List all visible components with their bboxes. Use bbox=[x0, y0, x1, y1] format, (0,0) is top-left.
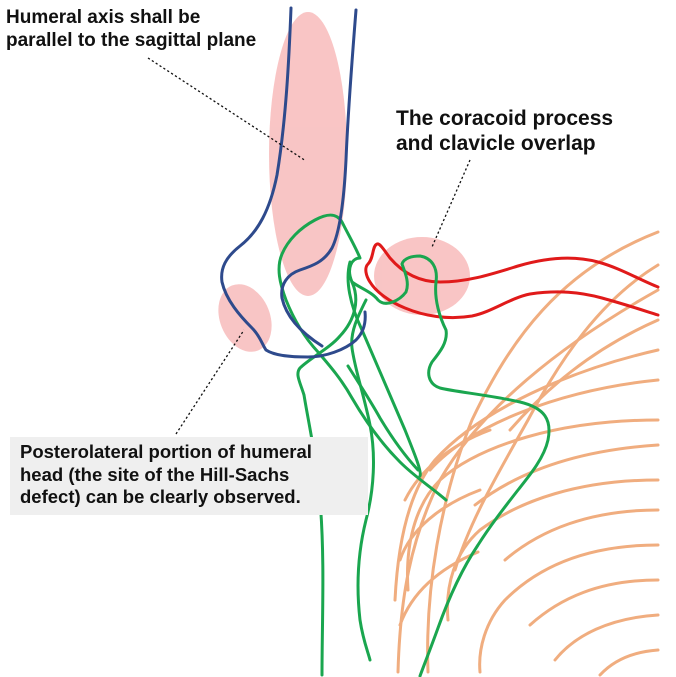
rib-line bbox=[503, 508, 660, 562]
hill-sachs-highlight bbox=[218, 284, 272, 352]
humerus-left-outline bbox=[220, 6, 367, 359]
leader-lines bbox=[147, 57, 471, 435]
humerus-right-outline bbox=[280, 8, 358, 348]
posterolateral-callout: Posterolateral portion of humeral head (… bbox=[10, 437, 368, 515]
rib-line bbox=[446, 478, 660, 622]
scapula-outline bbox=[277, 213, 448, 677]
clavicle bbox=[364, 242, 660, 320]
rib-line bbox=[396, 288, 660, 674]
clavicle-outline bbox=[364, 242, 660, 320]
rib-line bbox=[553, 613, 660, 662]
humeral-axis-annotation: Humeral axis shall be parallel to the sa… bbox=[6, 7, 257, 51]
rib-line bbox=[426, 230, 660, 674]
rib-line bbox=[398, 488, 482, 562]
rib-line bbox=[528, 578, 660, 627]
coracoid-clavicle-highlight bbox=[374, 237, 470, 315]
coracoid-process bbox=[350, 254, 551, 677]
humerus bbox=[220, 6, 367, 359]
coracoid-leader bbox=[431, 159, 471, 248]
rib-line bbox=[508, 318, 660, 432]
scapula-spine bbox=[346, 364, 420, 472]
rib-line bbox=[403, 428, 492, 502]
rib-line bbox=[473, 443, 660, 507]
scapula-glenoid bbox=[346, 260, 422, 478]
humeral-axis-leader bbox=[147, 57, 307, 162]
hill-sachs-leader bbox=[175, 329, 245, 435]
coracoid-clavicle-annotation: The coracoid process and clavicle overla… bbox=[396, 107, 614, 155]
rib-line bbox=[398, 550, 480, 627]
rib-line bbox=[406, 418, 660, 592]
scapula bbox=[277, 213, 551, 677]
rib-line bbox=[478, 543, 660, 674]
scapula-body bbox=[350, 298, 375, 662]
rib-line bbox=[598, 648, 660, 677]
rib-line bbox=[393, 348, 660, 602]
highlight-regions bbox=[218, 12, 470, 352]
